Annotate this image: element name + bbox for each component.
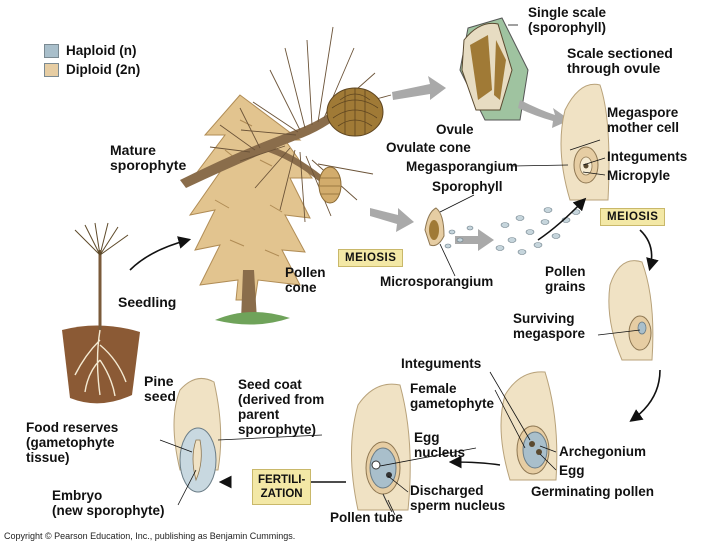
label-integuments-bottom: Integuments: [401, 356, 482, 371]
single-scale-illustration: [459, 17, 529, 121]
cycle-arrows: [129, 197, 661, 489]
label-fertilization: FERTILI- ZATION: [252, 469, 312, 505]
label-seedling: Seedling: [118, 294, 177, 310]
label-microsporangium: Microsporangium: [380, 274, 494, 289]
label-single-scale: Single scale (sporophyll): [528, 5, 607, 35]
label-integuments-top: Integuments: [607, 149, 688, 164]
branch-illustration: [180, 26, 392, 223]
archegonium-ovule-illustration: [500, 371, 558, 481]
label-pollen-cone: Pollen cone: [285, 265, 326, 295]
label-scale-sectioned: Scale sectioned through ovule: [567, 45, 673, 76]
label-pollen-grains: Pollen grains: [545, 264, 586, 294]
label-egg-nucleus: Egg nucleus: [414, 430, 466, 460]
label-mature-sporophyte: Mature sporophyte: [110, 142, 187, 173]
label-archegonium: Archegonium: [559, 444, 647, 459]
diploid-swatch: [44, 63, 59, 77]
label-embryo: Embryo (new sporophyte): [52, 488, 165, 518]
sporophyll-illustration: [424, 207, 445, 247]
label-seed-coat: Seed coat (derived from parent sporophyt…: [238, 377, 325, 437]
label-pine-seed: Pine seed: [144, 373, 176, 404]
scale-sectioned-ovule-illustration: [560, 83, 610, 201]
pine-seed-illustration: [173, 377, 222, 493]
label-meiosis-right: MEIOSIS: [600, 208, 666, 226]
label-germinating-pollen: Germinating pollen: [531, 484, 655, 499]
label-ovulate-cone: Ovulate cone: [386, 140, 471, 155]
label-egg: Egg: [559, 463, 585, 478]
label-discharged-sperm: Discharged sperm nucleus: [410, 483, 506, 513]
label-surviving-megaspore: Surviving megaspore: [513, 311, 586, 341]
diploid-label: Diploid (2n): [66, 62, 141, 77]
label-food-reserves: Food reserves (gametophyte tissue): [26, 420, 119, 465]
surviving-megaspore-illustration: [608, 260, 654, 361]
label-female-gametophyte: Female gametophyte: [410, 381, 495, 411]
label-megasporangium: Megasporangium: [406, 159, 518, 174]
label-sporophyll: Sporophyll: [432, 179, 503, 194]
mature-sporophyte-illustration: [188, 94, 313, 325]
label-meiosis-left: MEIOSIS: [338, 249, 404, 267]
haploid-swatch: [44, 44, 59, 58]
flow-arrows-grey: [370, 76, 570, 251]
pollen-grains-illustration: [444, 207, 581, 255]
seedling-illustration: [62, 222, 140, 404]
label-leader-lines: [159, 24, 641, 516]
label-ovule: Ovule: [436, 122, 474, 137]
fertilization-ovule-illustration: [351, 383, 411, 513]
haploid-label: Haploid (n): [66, 43, 137, 58]
label-micropyle: Micropyle: [607, 168, 671, 183]
copyright-notice: Copyright © Pearson Education, Inc., pub…: [4, 531, 296, 541]
label-megaspore-mother-cell: Megaspore mother cell: [607, 105, 680, 135]
label-pollen-tube: Pollen tube: [330, 510, 403, 525]
